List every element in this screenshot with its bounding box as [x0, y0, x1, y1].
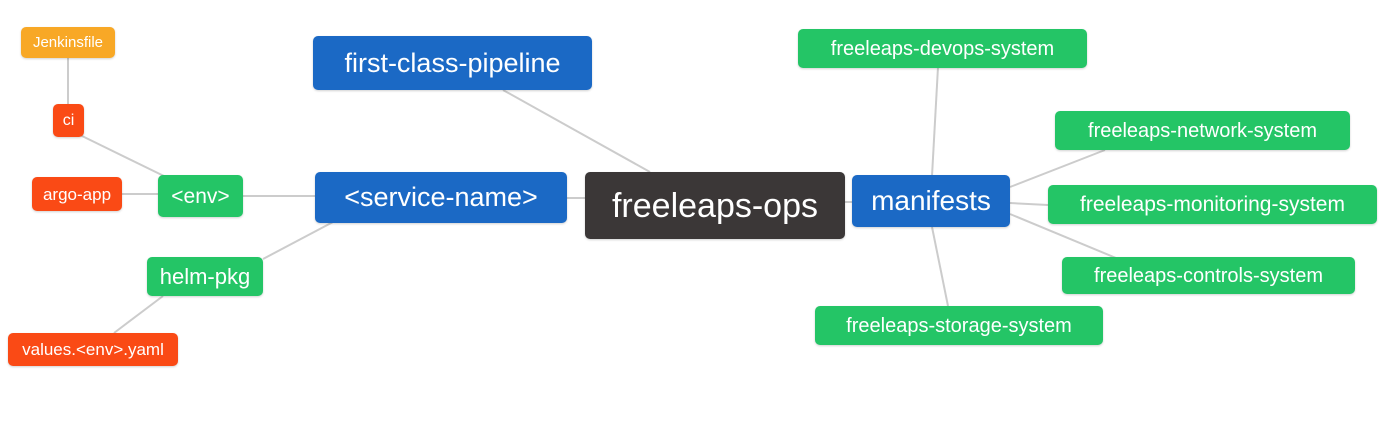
node-first-class-pipeline[interactable]: first-class-pipeline — [313, 36, 592, 90]
node-network-system[interactable]: freeleaps-network-system — [1055, 111, 1350, 150]
node-monitoring-system[interactable]: freeleaps-monitoring-system — [1048, 185, 1377, 224]
edge-manifests-storage-system — [931, 226, 949, 307]
edge-values-env-yaml-helm-pkg — [113, 295, 164, 334]
node-storage-system[interactable]: freeleaps-storage-system — [815, 306, 1103, 345]
node-jenkinsfile[interactable]: Jenkinsfile — [21, 27, 115, 58]
edge-manifests-monitoring-system — [1009, 202, 1049, 206]
node-ci[interactable]: ci — [53, 104, 84, 137]
node-manifests[interactable]: manifests — [852, 175, 1010, 227]
node-service-name[interactable]: <service-name> — [315, 172, 567, 223]
node-freeleaps-ops[interactable]: freeleaps-ops — [585, 172, 845, 239]
edge-manifests-network-system — [1009, 149, 1106, 188]
node-values-env-yaml[interactable]: values.<env>.yaml — [8, 333, 178, 366]
node-controls-system[interactable]: freeleaps-controls-system — [1062, 257, 1355, 294]
edge-manifests-controls-system — [1009, 213, 1117, 259]
node-helm-pkg[interactable]: helm-pkg — [147, 257, 263, 296]
edge-first-class-pipeline-freeleaps-ops — [502, 89, 651, 173]
edge-manifests-devops-system — [931, 66, 939, 177]
node-env[interactable]: <env> — [158, 175, 243, 217]
node-devops-system[interactable]: freeleaps-devops-system — [798, 29, 1087, 68]
node-argo-app[interactable]: argo-app — [32, 177, 122, 211]
edge-helm-pkg-service-name — [262, 221, 334, 260]
edge-ci-env — [79, 134, 169, 179]
